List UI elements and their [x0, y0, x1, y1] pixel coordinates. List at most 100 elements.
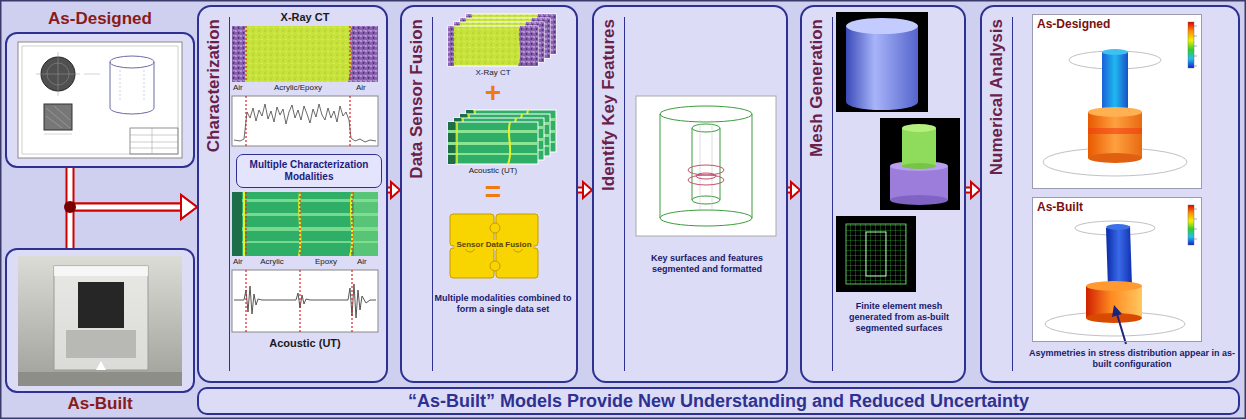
text-holder: Epoxy: [315, 257, 337, 266]
panel-title: Identify Key Features: [594, 7, 624, 381]
boundary-line: [246, 26, 350, 146]
segmented-render: [902, 163, 936, 169]
stress-plot: [1032, 14, 1202, 342]
panel-fill: [400, 5, 578, 383]
text-holder: Identify Key Features: [594, 7, 624, 381]
junction-dot: [64, 201, 76, 213]
image-title: As-Designed: [1037, 17, 1110, 31]
panel-fill: [592, 5, 788, 383]
arrow-head: [971, 182, 980, 198]
text-holder: Mesh Generation: [802, 7, 832, 381]
segmented-render: [890, 166, 948, 200]
stress-plot: [1188, 22, 1194, 68]
puzzle-icon: [490, 223, 500, 233]
text-holder: Acoustic (UT): [469, 166, 517, 175]
text-holder: As-Designed: [5, 8, 195, 30]
specimen-photo: [18, 256, 182, 386]
stress-plot: [1088, 153, 1142, 163]
specimen-photo: [66, 330, 136, 358]
x-ray-profile: [232, 96, 378, 146]
flow-arrow: [578, 182, 592, 198]
arrow-head: [791, 182, 800, 198]
wireframe-model: [692, 128, 720, 200]
specimen-photo: [18, 256, 182, 386]
wireframe-model: [688, 175, 724, 185]
title-divider: [624, 17, 625, 371]
text-holder: Multiple Characterization Modalities: [237, 155, 381, 187]
panel-caption: Asymmetries in stress distribution appea…: [1027, 348, 1237, 370]
leader-arrow: [1117, 314, 1126, 344]
stress-plot: [1106, 226, 1132, 288]
panel-title: Data Sensor Fusion: [402, 7, 432, 381]
flow-arrow: [70, 195, 197, 248]
box-heading: As-Built: [5, 393, 195, 415]
text-holder: Finite element mesh generated from as-bu…: [834, 301, 964, 334]
text-holder: Air: [356, 83, 366, 92]
text-holder: Characterization: [199, 7, 229, 381]
image-label: Acoustic (UT): [269, 337, 341, 350]
leader-arrow: [1112, 305, 1122, 317]
process-panel: Numerical AnalysisAsymmetries in stress …: [980, 5, 1240, 383]
text-holder: Air: [233, 257, 243, 266]
panel-caption: Key surfaces and features segmented and …: [630, 253, 784, 275]
specimen-photo: [54, 266, 148, 370]
arrow-head: [181, 195, 197, 219]
text-holder: Asymmetries in stress distribution appea…: [1027, 348, 1237, 370]
text-holder: Air: [233, 83, 243, 92]
segmented-render: [902, 124, 936, 132]
stress-plot: [1194, 209, 1197, 239]
design-drawing: [110, 62, 154, 114]
mesh-render: [846, 224, 906, 284]
text-holder: X-Ray CT: [475, 68, 510, 77]
material-label: Air: [233, 83, 243, 92]
stress-plot: [1088, 112, 1142, 158]
process-panel: Mesh GenerationFinite element mesh gener…: [800, 5, 966, 383]
callout-box: Multiple Characterization Modalities: [236, 154, 382, 188]
design-drawing: [44, 104, 72, 130]
stress-plot: [1102, 52, 1128, 114]
text-holder: Acoustic (UT): [269, 337, 341, 350]
panel-fill: [980, 5, 1240, 383]
x-ray-image: [232, 26, 378, 82]
x-ray-image: [348, 26, 378, 82]
material-label: Acrylic/Epoxy: [274, 83, 322, 92]
wireframe-model: [692, 196, 720, 204]
specimen-photo: [54, 266, 148, 276]
box-heading: As-Designed: [5, 8, 195, 30]
result-image-box: As-Designed: [1032, 14, 1202, 189]
image-label: Acoustic (UT): [469, 166, 517, 175]
puzzle-icon: [490, 261, 500, 271]
stress-plot: [1106, 224, 1130, 230]
wireframe-model: [660, 106, 752, 122]
stress-plot: [1032, 197, 1202, 342]
leader-arrow: [1112, 305, 1126, 344]
image-frame: [5, 32, 195, 168]
image-frame: [5, 248, 195, 393]
input-box: As-Designed: [5, 8, 195, 168]
operator-symbol: +: [485, 79, 501, 107]
arrow-head: [583, 182, 592, 198]
acoustic-waveform: [234, 284, 376, 318]
design-drawing: [130, 128, 178, 154]
image-label: X-Ray CT: [475, 68, 510, 77]
puzzle-icon: [496, 248, 538, 278]
material-label: Acrylic: [260, 257, 284, 266]
result-image-box: As-Built: [1032, 197, 1202, 342]
image-label: X-Ray CT: [281, 11, 330, 24]
acoustic-image: [232, 192, 242, 256]
image-title: As-Built: [1037, 200, 1083, 214]
arrow-outline: [70, 168, 181, 207]
acoustic-image: [232, 213, 378, 216]
acoustic-image: [243, 192, 245, 256]
wireframe-model: [660, 114, 752, 218]
text-holder: =: [485, 178, 501, 206]
wireframe-model: [660, 210, 752, 226]
text-holder: Acrylic: [260, 257, 284, 266]
design-drawing: [36, 52, 80, 96]
panel-title: Numerical Analysis: [982, 7, 1012, 381]
x-ray-image: [232, 26, 245, 82]
process-panel: Characterization Multiple Characterizatio…: [197, 5, 388, 383]
x-ray-stack: [448, 14, 556, 66]
